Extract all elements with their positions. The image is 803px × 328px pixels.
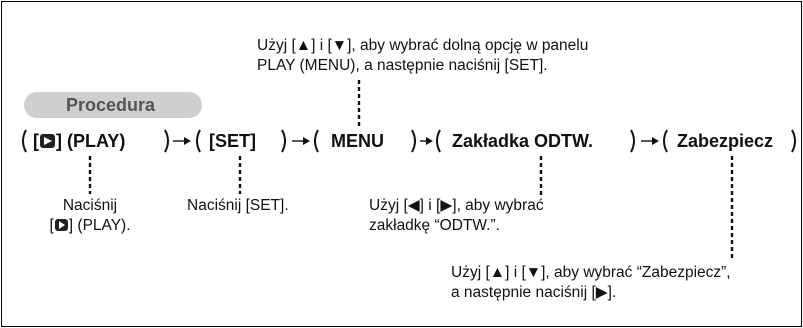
play-icon — [40, 134, 55, 148]
note-set: Naciśnij [SET]. — [187, 196, 289, 216]
note-set-line1: Naciśnij [SET]. — [187, 197, 289, 214]
note-play-suffix: (PLAY). — [77, 217, 131, 234]
step-menu-label: MENU — [331, 131, 384, 151]
step-play: [] (PLAY) — [33, 126, 125, 156]
step-play-open: [ — [33, 131, 39, 151]
step-protect-label: Zabezpiecz — [677, 131, 774, 151]
step-tab: Zakładka ODTW. — [452, 126, 593, 156]
flow-arrow-1-head — [184, 137, 191, 145]
step-protect: Zabezpiecz — [677, 126, 773, 156]
step-menu-bracket-right — [411, 129, 416, 153]
step-set-bracket-left — [196, 129, 201, 153]
play-icon-small — [54, 219, 68, 231]
step-menu-bracket-left — [314, 129, 319, 153]
flow-arrow-3-head — [426, 137, 433, 145]
note-play-line2: [] (PLAY). — [34, 216, 146, 236]
note-menu: Użyj [▲] i [▼], aby wybrać dolną opcję w… — [257, 36, 588, 76]
note-menu-line2: PLAY (MENU), a następnie naciśnij [SET]. — [257, 57, 548, 74]
note-protect: Użyj [▲] i [▼], aby wybrać “Zabezpiecz”,… — [451, 263, 731, 303]
note-menu-line1: Użyj [▲] i [▼], aby wybrać dolną opcję w… — [257, 37, 589, 54]
note-play: Naciśnij [] (PLAY). — [34, 196, 146, 236]
step-play-bracket-right — [164, 129, 169, 153]
step-menu: MENU — [331, 126, 384, 156]
step-set-bracket-right — [281, 129, 286, 153]
step-play-close: ] — [56, 131, 62, 151]
step-tab-bracket-right — [630, 129, 635, 153]
note-play-line1: Naciśnij — [62, 197, 118, 214]
step-play-label: (PLAY) — [67, 131, 126, 151]
note-protect-line1: Użyj [▲] i [▼], aby wybrać “Zabezpiecz”, — [451, 264, 731, 281]
step-set: [SET] — [209, 126, 256, 156]
note-tab-line1: Użyj [◀] i [▶], aby wybrać — [369, 197, 544, 214]
step-protect-bracket-left — [663, 129, 668, 153]
flow-arrow-2-head — [303, 137, 310, 145]
step-tab-bracket-left — [436, 129, 441, 153]
step-tab-label: Zakładka ODTW. — [452, 131, 594, 151]
procedure-tab — [40, 92, 202, 118]
step-protect-bracket-right — [791, 129, 796, 153]
step-play-bracket-left — [22, 129, 27, 153]
note-protect-line2: a następnie naciśnij [▶]. — [451, 284, 617, 301]
note-tab-line2: zakładkę “ODTW.”. — [369, 217, 500, 234]
procedure-label: Procedura — [66, 95, 156, 115]
step-set-label: [SET] — [209, 131, 256, 151]
note-play-open: [ — [49, 217, 54, 234]
flow-arrow-4-head — [652, 137, 659, 145]
note-play-close: ] — [68, 217, 74, 234]
note-tab: Użyj [◀] i [▶], aby wybrać zakładkę “ODT… — [369, 196, 544, 236]
